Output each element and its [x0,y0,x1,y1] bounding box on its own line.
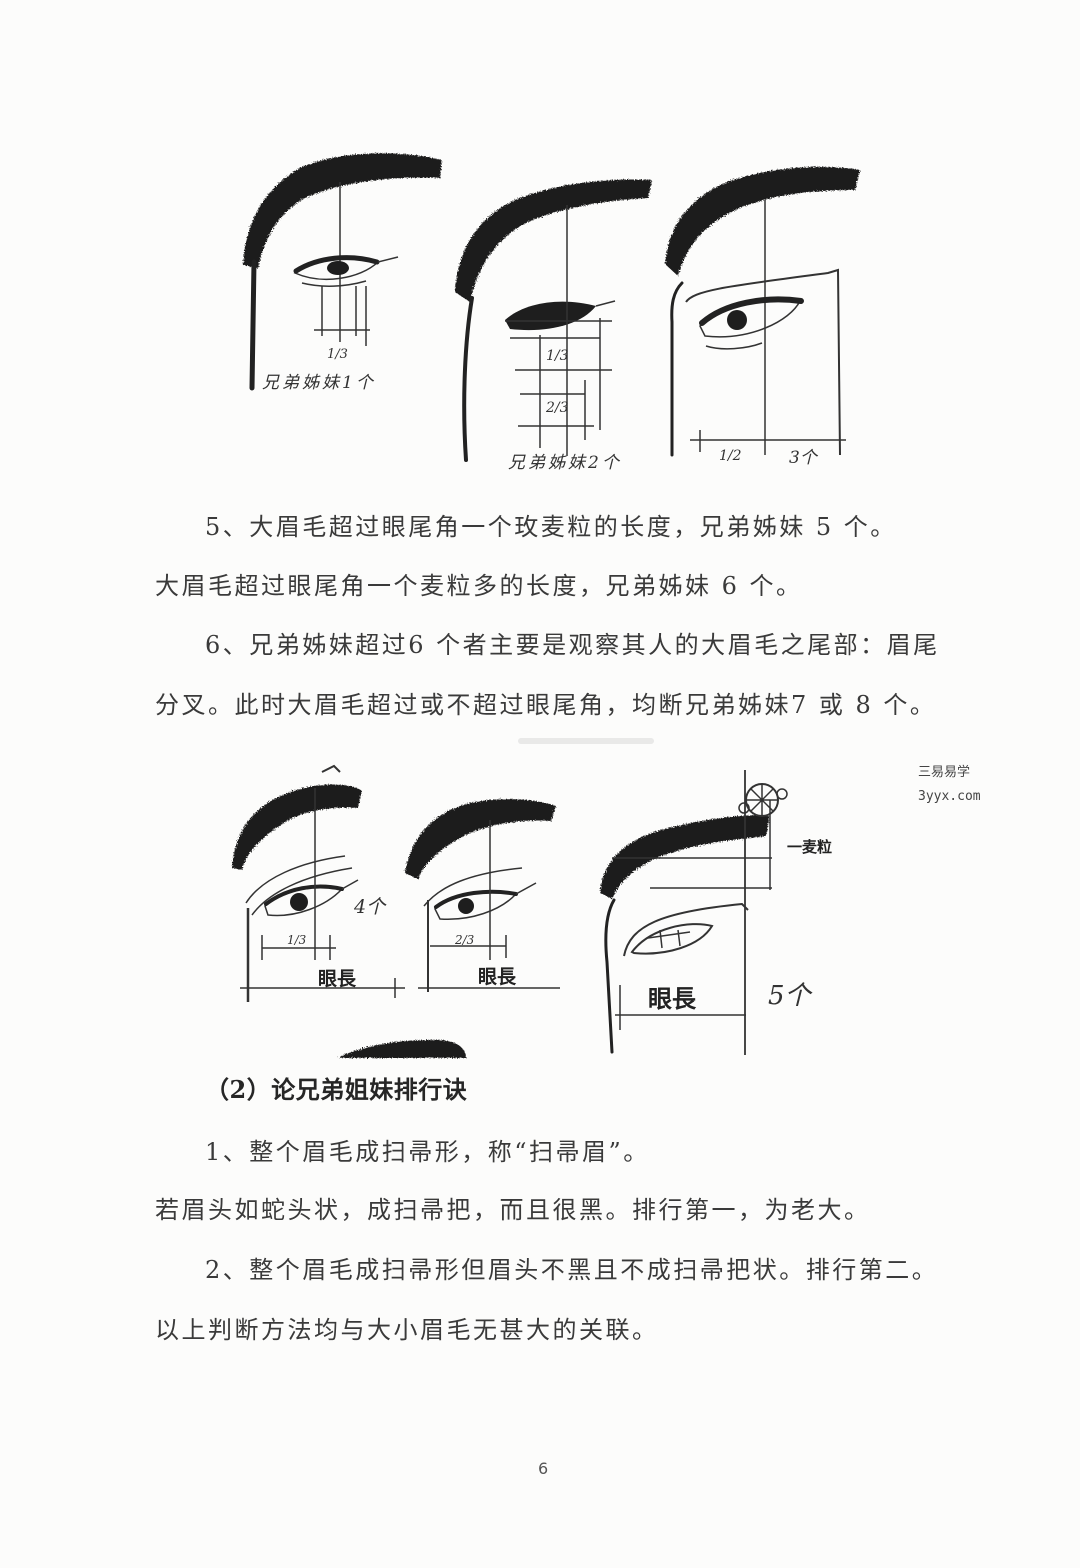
paragraph-line: 5、大眉毛超过眼尾角一个玫麦粒的长度，兄弟姊妹 5 个。 [205,513,897,541]
eye-outline [699,298,802,338]
eye-outline [434,891,518,920]
brow-mark [321,764,341,773]
eye-socket-line [623,902,749,957]
pupil [727,310,747,330]
eyebrow-shape [243,153,442,268]
figure-label: 兄弟姊妹1个 [262,373,376,393]
eye-length-label: 眼長 [478,966,517,988]
eye-tail-line [377,256,399,263]
face-outline [249,259,257,391]
face-outline [462,296,474,462]
eyebrow-shape [455,179,652,302]
top-illustration: 1/3 兄弟姊妹1个 1/3 2/3 兄弟姊妹2个 [243,153,860,473]
figure-two-thirds: 2/3 眼長 [405,799,560,992]
fraction-label: 2/3 [454,933,475,947]
page-number: 6 [538,1459,549,1478]
eyelid-crease [245,855,346,904]
eye-shape [505,301,596,331]
paragraph-line: 以上判断方法均与大小眉毛无甚大的关联。 [155,1316,659,1344]
grain-spokes [746,784,778,816]
grain-petal [738,802,750,814]
eye-tail-line [341,879,359,890]
paragraph-line: 分叉。此时大眉毛超过或不超过眼尾角，均断兄弟姊妹7 或 8 个。 [155,691,937,719]
grain-petal [776,788,788,800]
fraction-label: 1/3 [287,933,307,947]
eye-length-label: 眼長 [318,968,357,990]
pupil [290,893,308,911]
figure-one-sibling: 1/3 兄弟姊妹1个 [243,153,442,393]
eye-detail [647,929,691,949]
paragraph-line: 大眉毛超过眼尾角一个麦粒多的长度，兄弟姊妹 6 个。 [155,572,803,600]
fraction-label: 1/3 [546,348,569,364]
section-heading: （2）论兄弟姐妹排行诀 [205,1075,468,1104]
count-label: 4个 [353,896,387,918]
face-outline [604,898,616,1054]
pupil [327,261,349,275]
eyelid-crease [251,867,353,916]
watermark-name: 三易易学 [918,765,971,780]
cropped-eyebrow-shape [338,1039,466,1058]
under-eye-line [301,280,367,287]
grain-label: 一麦粒 [787,838,832,856]
figure-three-siblings: 1/2 3个 [665,166,860,468]
eyebrow-shape [600,815,770,899]
eyebrow-shape [665,166,860,276]
paragraph-line: 若眉头如蛇头状，成扫帚把，而且很黑。排行第一，为老大。 [155,1196,871,1224]
eye-length-label: 眼長 [648,984,697,1013]
upper-eyelid [699,296,804,326]
pupil [458,898,474,914]
eyelid-crease [423,867,523,907]
figure-five-siblings: 一麦粒 眼長 5个 [600,770,832,1055]
face-outline [670,281,684,457]
fraction-label: 2/3 [545,400,569,416]
eyebrow-shape [405,799,556,879]
count-label: 5个 [768,981,814,1011]
bottom-illustration: 4个 1/3 眼長 2/3 眼長 [232,764,832,1058]
figure-two-siblings: 1/3 2/3 兄弟姊妹2个 [455,179,652,473]
watermark-site: 3yyx.com [918,789,981,804]
eye-socket-line [685,268,841,456]
upper-eyelid [264,884,344,906]
figure-label: 3个 [789,448,819,468]
eye-tail-line [595,300,616,307]
grain-marker [738,783,788,817]
eye-outline [630,923,714,955]
paragraph-line: 2、整个眉毛成扫帚形但眉头不黑且不成扫帚把状。排行第二。 [205,1256,939,1284]
scan-smudge [518,738,654,744]
eye-tail-line [515,882,537,895]
under-eye-line [705,342,763,350]
paragraph-line: 6、兄弟姊妹超过6 个者主要是观察其人的大眉毛之尾部：眉尾 [205,631,940,659]
figure-label: 兄弟姊妹2个 [508,453,622,473]
upper-eyelid [293,255,380,274]
eyebrow-shape [232,784,362,870]
fraction-label: 1/3 [327,347,348,362]
paragraph-line: 1、整个眉毛成扫帚形，称“扫帚眉”。 [205,1138,650,1166]
fraction-label: 1/2 [719,448,742,464]
figure-four-siblings: 4个 1/3 眼長 [232,764,405,1002]
upper-eyelid [434,889,518,909]
